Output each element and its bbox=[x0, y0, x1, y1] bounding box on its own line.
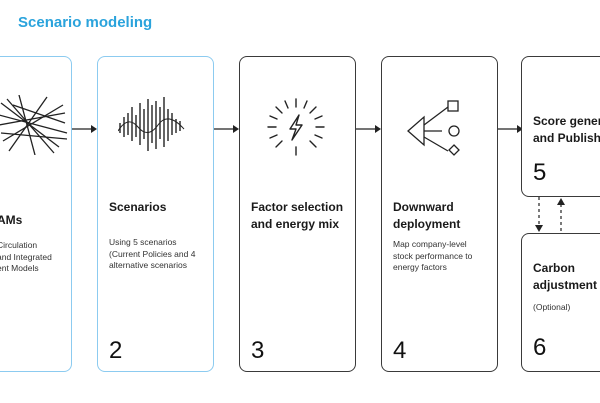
step-description: Circulation and Integrated ent Models bbox=[0, 240, 52, 273]
step-title: Factor selection and energy mix bbox=[251, 200, 344, 231]
lightning-burst-icon bbox=[267, 98, 325, 156]
step-title: Downward deployment bbox=[393, 200, 461, 231]
step-title: Carbon adjustment bbox=[533, 261, 598, 292]
step-description: Using 5 scenarios (Current Policies and … bbox=[109, 237, 196, 270]
tangled-lines-icon bbox=[0, 95, 68, 155]
step-card-iams: AMs Circulation and Integrated ent Model… bbox=[0, 56, 72, 372]
arrow-right-icon bbox=[214, 125, 239, 133]
step-card-score-generation: Score gener and Publish 5 bbox=[521, 56, 600, 197]
step-title: AMs bbox=[0, 213, 23, 227]
step-card-carbon-adjustment: Carbon adjustment (Optional) 6 bbox=[521, 233, 600, 372]
branching-shapes-icon bbox=[407, 100, 460, 156]
step-card-factor-selection: Factor selection and energy mix 3 bbox=[239, 56, 356, 372]
step-number: 6 bbox=[533, 334, 547, 361]
step-title: Scenarios bbox=[109, 200, 167, 214]
page-title: Scenario modeling bbox=[18, 14, 153, 31]
step-number: 3 bbox=[251, 337, 265, 364]
step-card-downward-deployment: Downward deployment Map company-level st… bbox=[381, 56, 498, 372]
step-number: 2 bbox=[109, 337, 123, 364]
step-card-scenarios: Scenarios Using 5 scenarios (Current Pol… bbox=[97, 56, 214, 372]
step-number: 4 bbox=[393, 337, 407, 364]
arrow-right-icon bbox=[72, 125, 97, 133]
arrow-right-icon bbox=[356, 125, 381, 133]
dashed-arrow-up-icon bbox=[557, 198, 565, 233]
arrow-right-icon bbox=[498, 125, 523, 133]
step-number: 5 bbox=[533, 159, 547, 186]
step-description: (Optional) bbox=[533, 302, 571, 312]
waveform-icon bbox=[118, 97, 185, 151]
dashed-arrow-down-icon bbox=[535, 197, 543, 232]
step-description: Map company-level stock performance to e… bbox=[393, 239, 473, 272]
step-title: Score gener and Publish bbox=[533, 114, 600, 145]
